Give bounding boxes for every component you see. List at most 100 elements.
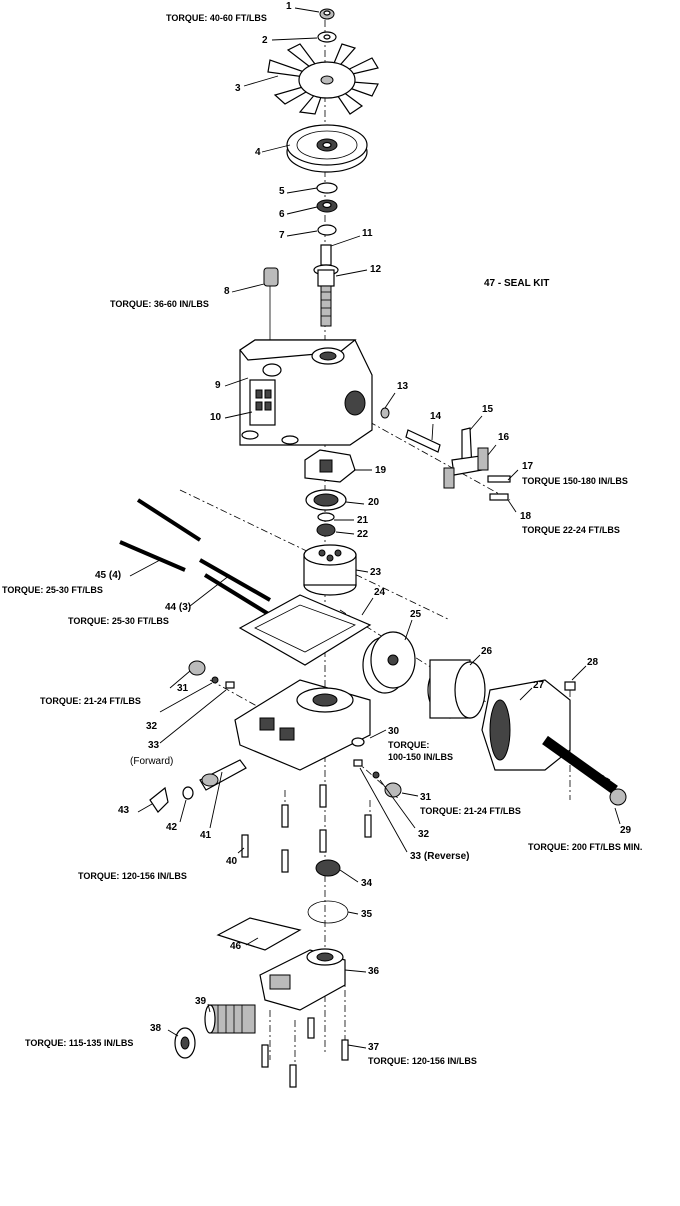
- part-number-32-right: 32: [418, 829, 430, 840]
- forward-label: (Forward): [130, 756, 174, 767]
- part-number-14: 14: [430, 411, 442, 422]
- part-4-pulley: [286, 124, 368, 173]
- part-number-20: 20: [368, 497, 380, 508]
- part-9-housing: [239, 339, 373, 446]
- part-number-29: 29: [620, 825, 632, 836]
- part-7-ring: [317, 224, 337, 236]
- part-number-10: 10: [210, 412, 222, 423]
- part-number-12: 12: [370, 264, 382, 275]
- part-number-8: 8: [224, 286, 230, 297]
- part-number-32-left: 32: [146, 721, 158, 732]
- part-41-43-bypass: [149, 759, 247, 813]
- part-29-axle-nut: [609, 788, 627, 806]
- part-number-19: 19: [375, 465, 387, 476]
- part-number-40: 40: [226, 856, 238, 867]
- part-6-bearing: [316, 199, 338, 213]
- part-28-key: [564, 681, 576, 691]
- part-number-45: 45 (4): [95, 570, 122, 581]
- torque-spec-45: TORQUE: 25-30 FT/LBS: [2, 585, 103, 595]
- part-number-46: 46: [230, 941, 242, 952]
- part-5-retaining-ring: [316, 182, 338, 194]
- part-number-30: 30: [388, 726, 400, 737]
- part-number-34: 34: [361, 878, 373, 889]
- part-number-38: 38: [150, 1023, 162, 1034]
- part-number-7: 7: [279, 230, 285, 241]
- part-number-39: 39: [195, 996, 207, 1007]
- part-number-43: 43: [118, 805, 130, 816]
- part-36-filter-housing: [259, 948, 346, 1011]
- part-number-1: 1: [286, 1, 292, 12]
- seal-kit-label: 47 - SEAL KIT: [484, 278, 550, 289]
- part-2-washer: [317, 31, 337, 43]
- part-number-31-right: 31: [420, 792, 432, 803]
- part-39-filter: [204, 1004, 256, 1034]
- part-number-31-left: 31: [177, 683, 189, 694]
- part-number-22: 22: [357, 529, 369, 540]
- part-number-18: 18: [520, 511, 532, 522]
- part-number-28: 28: [587, 657, 599, 668]
- part-number-21: 21: [357, 515, 369, 526]
- part-27-axle-housing: [481, 679, 618, 795]
- part-13-18-control-linkage: [380, 407, 511, 501]
- torque-spec-29: TORQUE: 200 FT/LBS MIN.: [528, 842, 643, 852]
- torque-spec-18: TORQUE 22-24 FT/LBS: [522, 525, 620, 535]
- part-number-36: 36: [368, 966, 380, 977]
- torque-spec-44: TORQUE: 25-30 FT/LBS: [68, 616, 169, 626]
- part-number-2: 2: [262, 35, 268, 46]
- part-number-33-reverse: 33 (Reverse): [410, 851, 470, 862]
- part-37-bolts: [261, 1017, 349, 1088]
- part-40-bolts: [241, 784, 372, 873]
- part-24-gasket: [238, 594, 372, 666]
- torque-spec-30-line2: 100-150 IN/LBS: [388, 752, 454, 762]
- part-number-11: 11: [362, 228, 373, 239]
- part-20-22-bearing-set: [305, 489, 347, 537]
- part-26-motor-block: [427, 659, 486, 719]
- bolt-axis-line: [179, 489, 451, 621]
- part-number-6: 6: [279, 209, 285, 220]
- part-number-42: 42: [166, 822, 178, 833]
- part-number-25: 25: [410, 609, 422, 620]
- part-number-3: 3: [235, 83, 241, 94]
- part-19-swashplate: [304, 449, 356, 483]
- part-3-fan: [267, 43, 379, 115]
- part-1-nut: [319, 8, 335, 20]
- part-number-35: 35: [361, 909, 373, 920]
- part-number-17: 17: [522, 461, 534, 472]
- part-number-33-left: 33: [148, 740, 160, 751]
- part-number-13: 13: [397, 381, 409, 392]
- part-23-pump-block: [303, 544, 357, 596]
- part-number-26: 26: [481, 646, 493, 657]
- torque-spec-31-right: TORQUE: 21-24 FT/LBS: [420, 806, 521, 816]
- part-number-15: 15: [482, 404, 494, 415]
- part-number-9: 9: [215, 380, 221, 391]
- leader-lines: [129, 7, 621, 1049]
- part-number-27: 27: [533, 680, 545, 691]
- part-number-5: 5: [279, 186, 285, 197]
- part-31-33-check-valves: [188, 660, 402, 798]
- part-25-motor-plate: [362, 631, 416, 694]
- torque-spec-38: TORQUE: 115-135 IN/LBS: [25, 1038, 134, 1048]
- part-number-41: 41: [200, 830, 212, 841]
- part-44-45-bolts: [119, 498, 272, 617]
- torque-spec-37: TORQUE: 120-156 IN/LBS: [368, 1056, 477, 1066]
- part-number-4: 4: [255, 147, 261, 158]
- part-38-filter-cap: [174, 1027, 196, 1059]
- part-number-23: 23: [370, 567, 382, 578]
- torque-spec-31-left: TORQUE: 21-24 FT/LBS: [40, 696, 141, 706]
- part-number-16: 16: [498, 432, 510, 443]
- part-number-24: 24: [374, 587, 386, 598]
- part-number-37: 37: [368, 1042, 380, 1053]
- part-8-vent-cap: [263, 267, 279, 340]
- part-12-input-shaft: [313, 244, 339, 327]
- part-number-44: 44 (3): [165, 602, 192, 613]
- part-center-section: [234, 679, 371, 771]
- part-34-charge-pump: [315, 859, 341, 877]
- part-46-gasket: [216, 917, 302, 951]
- part-35-o-ring: [307, 900, 349, 924]
- torque-spec-8: TORQUE: 36-60 IN/LBS: [110, 299, 209, 309]
- torque-spec-17: TORQUE 150-180 IN/LBS: [522, 476, 628, 486]
- torque-spec-1: TORQUE: 40-60 FT/LBS: [166, 13, 267, 23]
- torque-spec-30-line1: TORQUE:: [388, 740, 430, 750]
- torque-spec-40: TORQUE: 120-156 IN/LBS: [78, 871, 187, 881]
